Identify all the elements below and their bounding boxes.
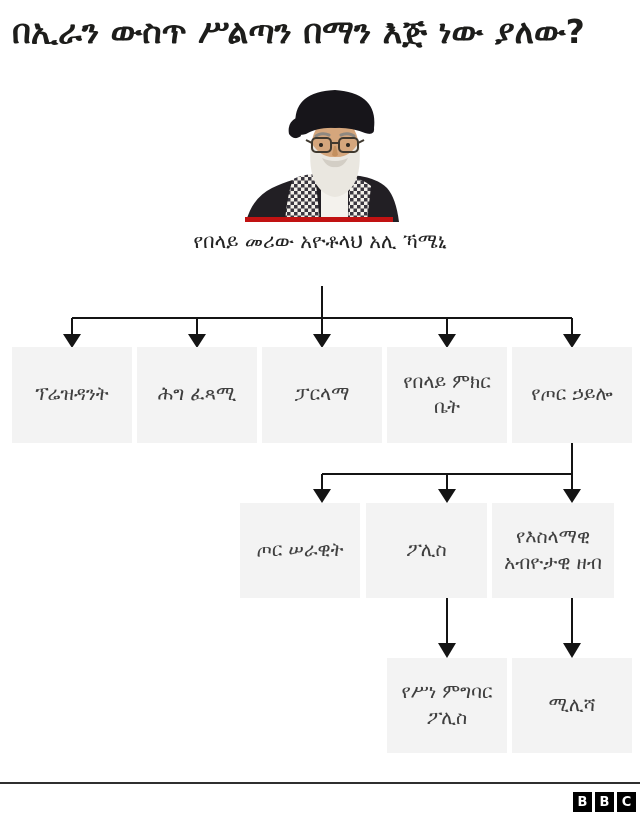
red-underline-bar	[245, 217, 393, 222]
org-node-armed-forces: የጦር ኃይሎ	[512, 347, 632, 443]
portrait-caption: የበላይ መሪው አዮቶላህ አሊ ኻሜኒ	[193, 229, 447, 253]
khamenei-portrait-image	[246, 90, 399, 222]
bbc-logo-block-b2: B	[595, 792, 614, 812]
org-node-supreme-council: የበላይ ምክር ቤት	[387, 347, 507, 443]
org-node-morality-police: የሥነ ምግባር ፖሊስ	[387, 658, 507, 753]
page-title: በኢራን ውስጥ ሥልጣን በማን እጅ ነው ያለው?	[12, 12, 585, 51]
bbc-logo-block-b1: B	[573, 792, 592, 812]
org-node-parliament: ፓርላማ	[262, 347, 382, 443]
org-node-militia: ሚሊሻ	[512, 658, 632, 753]
org-node-law-executive: ሕግ ፈጻሚ	[137, 347, 257, 443]
org-node-president: ፕሬዝዳንት	[12, 347, 132, 443]
org-node-army: ጦር ሠራዊት	[240, 503, 360, 598]
bbc-logo-block-c: C	[617, 792, 636, 812]
bbc-logo: B B C	[573, 792, 636, 812]
footer-divider	[0, 782, 640, 784]
org-node-revolutionary-guard: የእስላማዊ አብዮታዊ ዘብ	[492, 503, 614, 598]
org-node-police: ፖሊስ	[366, 503, 487, 598]
